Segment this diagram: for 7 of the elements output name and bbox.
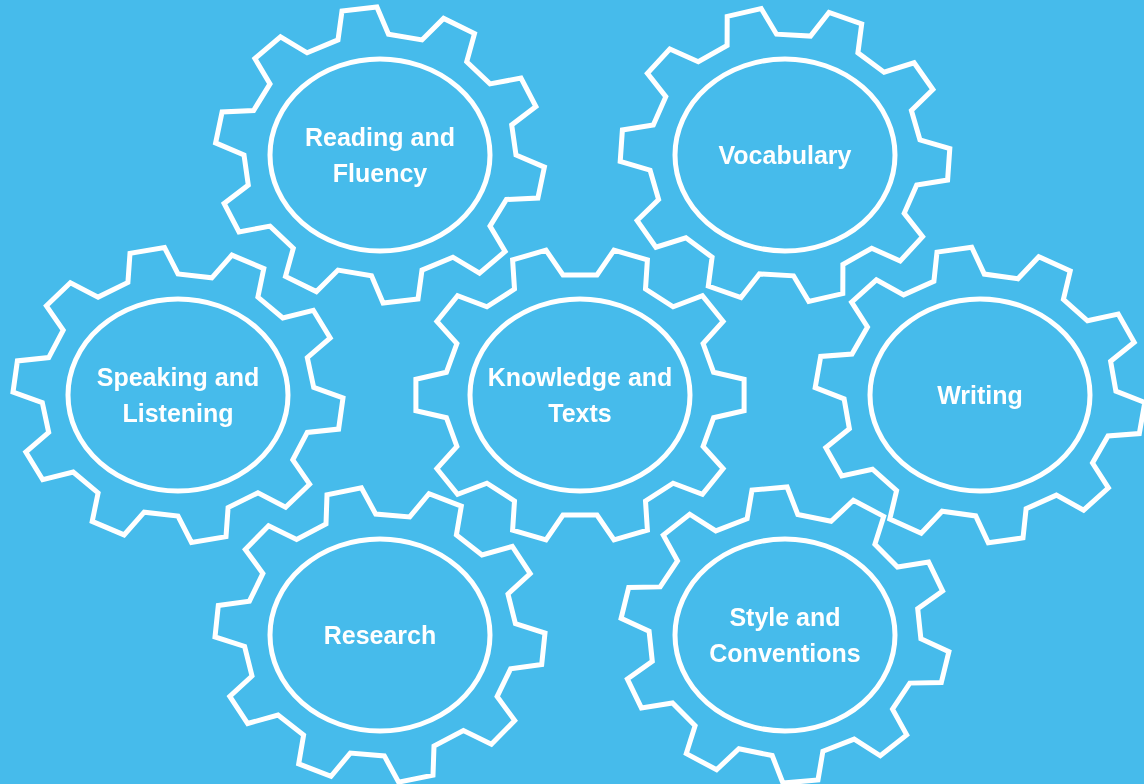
gear-label: Speaking and Listening xyxy=(95,362,261,429)
gear-label: Vocabulary xyxy=(718,140,852,171)
gear-label: Writing xyxy=(937,380,1023,411)
gear-label: Reading and Fluency xyxy=(304,122,456,189)
gear-label: Research xyxy=(323,620,437,651)
gear-label: Style and Conventions xyxy=(708,602,862,669)
gear-label: Knowledge and Texts xyxy=(486,362,674,429)
